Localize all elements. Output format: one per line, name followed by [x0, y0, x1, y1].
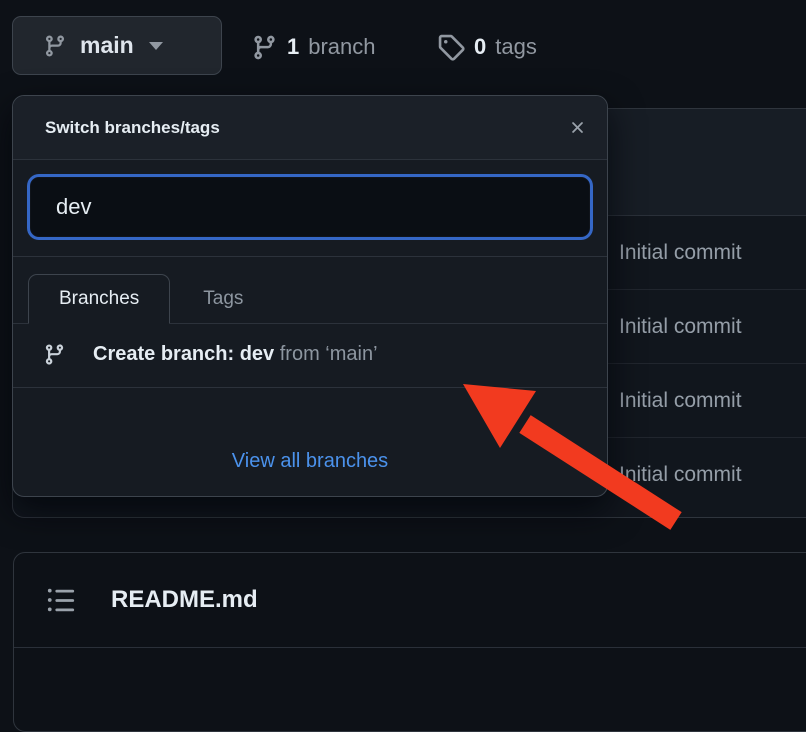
tag-count-link[interactable]: 0 tags	[437, 31, 537, 63]
tag-count-label: tags	[495, 34, 537, 59]
branch-count-number: 1	[287, 34, 300, 59]
git-branch-icon	[43, 34, 67, 58]
view-all-branches-link[interactable]: View all branches	[231, 450, 389, 472]
commit-message-link[interactable]: Initial commit	[619, 314, 742, 338]
commit-message-link[interactable]: Initial commit	[619, 388, 742, 412]
branch-search-area	[13, 160, 607, 257]
branch-count-link[interactable]: 1 branch	[251, 31, 376, 63]
dropdown-header: Switch branches/tags	[13, 96, 607, 160]
git-branch-icon	[251, 34, 278, 61]
create-branch-item[interactable]: Create branch: dev from ‘main’	[13, 324, 607, 388]
branch-tag-tabs: Branches Tags	[13, 257, 607, 324]
readme-section: README.md	[13, 552, 806, 732]
branch-search-input[interactable]	[30, 177, 590, 237]
create-branch-source: from ‘main’	[279, 343, 378, 365]
tag-count-number: 0	[474, 34, 487, 59]
commit-message-link[interactable]: Initial commit	[619, 463, 742, 486]
chevron-down-icon	[148, 41, 163, 50]
git-branch-icon	[43, 343, 66, 366]
dropdown-footer: View all branches	[13, 388, 607, 473]
create-branch-label: Create branch: dev	[93, 343, 275, 365]
commit-message-link[interactable]: Initial commit	[619, 240, 742, 264]
readme-header: README.md	[14, 553, 806, 648]
list-unordered-icon[interactable]	[46, 585, 76, 615]
tab-branches[interactable]: Branches	[28, 274, 171, 324]
dropdown-title: Switch branches/tags	[45, 117, 220, 137]
tab-tags[interactable]: Tags	[203, 288, 244, 309]
close-icon[interactable]	[568, 118, 587, 137]
tag-icon	[437, 33, 465, 61]
branch-count-label: branch	[308, 34, 376, 59]
readme-filename-link[interactable]: README.md	[111, 586, 258, 613]
current-branch-label: main	[80, 32, 134, 58]
branch-selector-button[interactable]: main	[12, 16, 222, 75]
branch-switcher-dropdown: Switch branches/tags Branches Tags Creat…	[12, 95, 608, 497]
